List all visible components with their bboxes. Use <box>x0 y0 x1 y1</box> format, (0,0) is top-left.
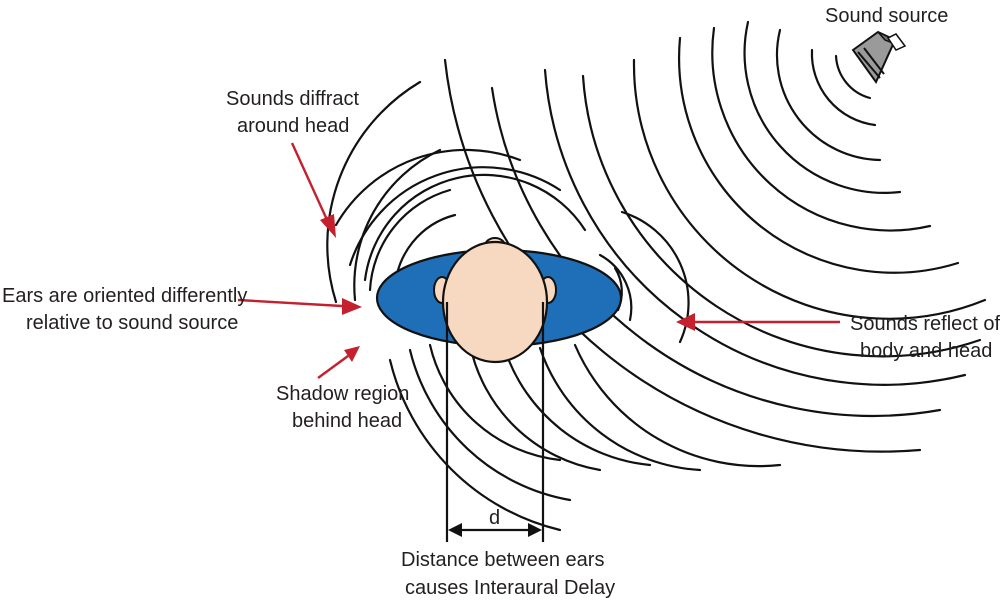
diffraction-arc <box>326 80 422 304</box>
wave-arc <box>490 86 942 418</box>
diffraction-arc <box>348 166 562 267</box>
shadow-arc <box>388 358 562 532</box>
shadow-arc <box>408 348 572 502</box>
reflect-label-line1: Sounds reflect off <box>850 313 1000 335</box>
shadow-arc <box>428 343 562 462</box>
sound-source-label: Sound source <box>825 5 948 27</box>
diffraction-arc <box>334 148 522 227</box>
distance-symbol: d <box>489 507 500 529</box>
wave-arc <box>834 54 872 100</box>
wave-arc <box>743 20 902 194</box>
distance-label-line2: causes Interaural Delay <box>405 577 615 599</box>
wave-arc <box>632 58 987 320</box>
sound-waves <box>326 20 987 532</box>
shadow-label-line1: Shadow region <box>276 383 409 405</box>
shadow-arc <box>538 346 702 472</box>
wave-arc <box>775 28 882 162</box>
shadow-arc <box>468 343 602 472</box>
reflect-label-line2: body and head <box>860 340 992 362</box>
reflection-arc <box>598 253 633 322</box>
shadow-arc <box>573 343 782 468</box>
diffraction-arc <box>353 148 442 302</box>
speaker-icon <box>851 30 907 84</box>
wave-arc <box>581 74 982 358</box>
ears-label-line2: relative to sound source <box>26 312 238 334</box>
shadow-arc <box>503 348 652 467</box>
diffract-label-line2: around head <box>237 115 349 137</box>
diffraction-arc <box>363 173 587 282</box>
diffraction-arc <box>368 188 452 292</box>
wave-arc <box>810 48 877 127</box>
ears-label-line1: Ears are oriented differently <box>2 285 247 307</box>
head-icon <box>441 240 549 364</box>
wave-arc <box>543 68 967 386</box>
wave-arc <box>678 36 960 274</box>
wave-arc <box>711 26 932 232</box>
ear-distance-dimension <box>445 302 545 542</box>
distance-label-line1: Distance between ears <box>401 549 604 571</box>
callout-arrows <box>237 142 840 379</box>
diffract-label-line1: Sounds diffract <box>226 88 359 110</box>
shadow-label-line2: behind head <box>292 410 402 432</box>
wave-arc <box>443 58 922 453</box>
